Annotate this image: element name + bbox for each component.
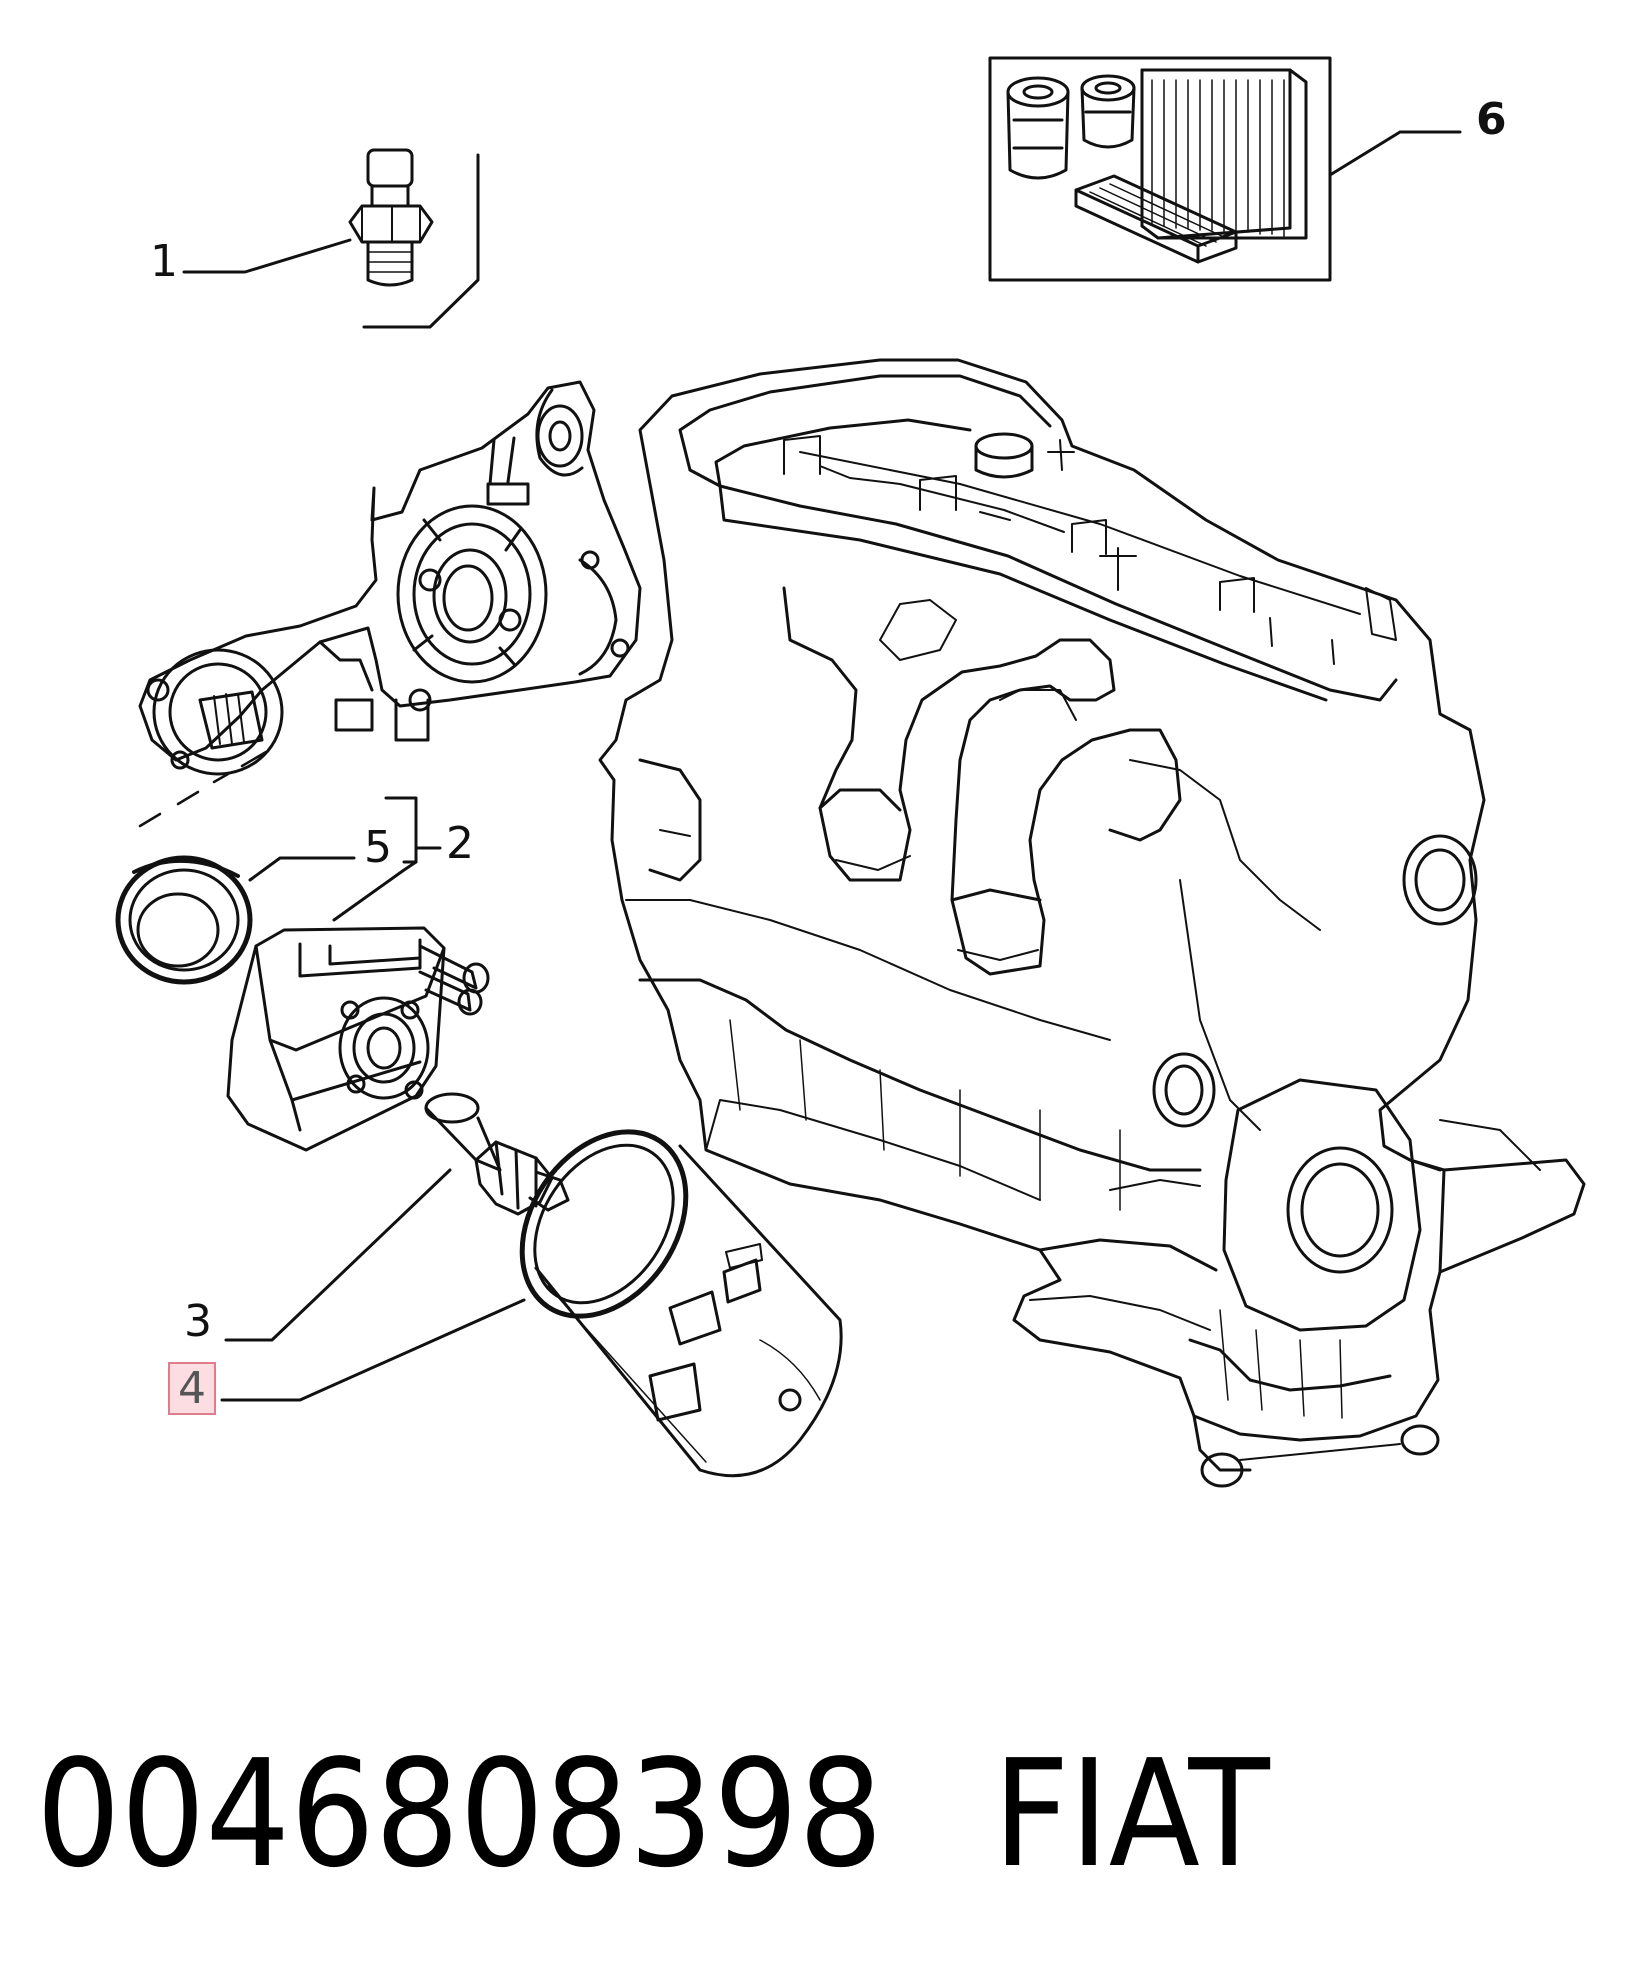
leader-1 [182,238,352,274]
oil-cooler [226,926,490,1152]
brand-name: FIAT [992,1728,1270,1900]
centre-line [138,750,268,828]
engine-block [598,358,1586,1488]
leader-2 [332,860,418,922]
leader-6 [1328,130,1462,177]
oil-pump-housing [138,380,642,776]
leader-3 [224,1168,452,1342]
bracket-2 [384,796,442,864]
callout-3[interactable]: 3 [184,1296,212,1347]
callout-1[interactable]: 1 [150,236,178,287]
leader-5 [248,856,356,882]
callout-5[interactable]: 5 [364,822,392,873]
callout-6[interactable]: 6 [1476,94,1507,145]
part-number: 0046808398 [36,1728,883,1900]
leader-4 [220,1298,526,1402]
seal-ring [115,855,253,985]
callout-4[interactable]: 4 [168,1362,216,1415]
callout-2[interactable]: 2 [446,818,474,869]
pressure-sender [348,148,434,287]
oil-filter [519,1129,843,1478]
union-bolt [424,1092,570,1216]
service-kit-box [988,56,1332,282]
bracket-1 [362,153,480,329]
